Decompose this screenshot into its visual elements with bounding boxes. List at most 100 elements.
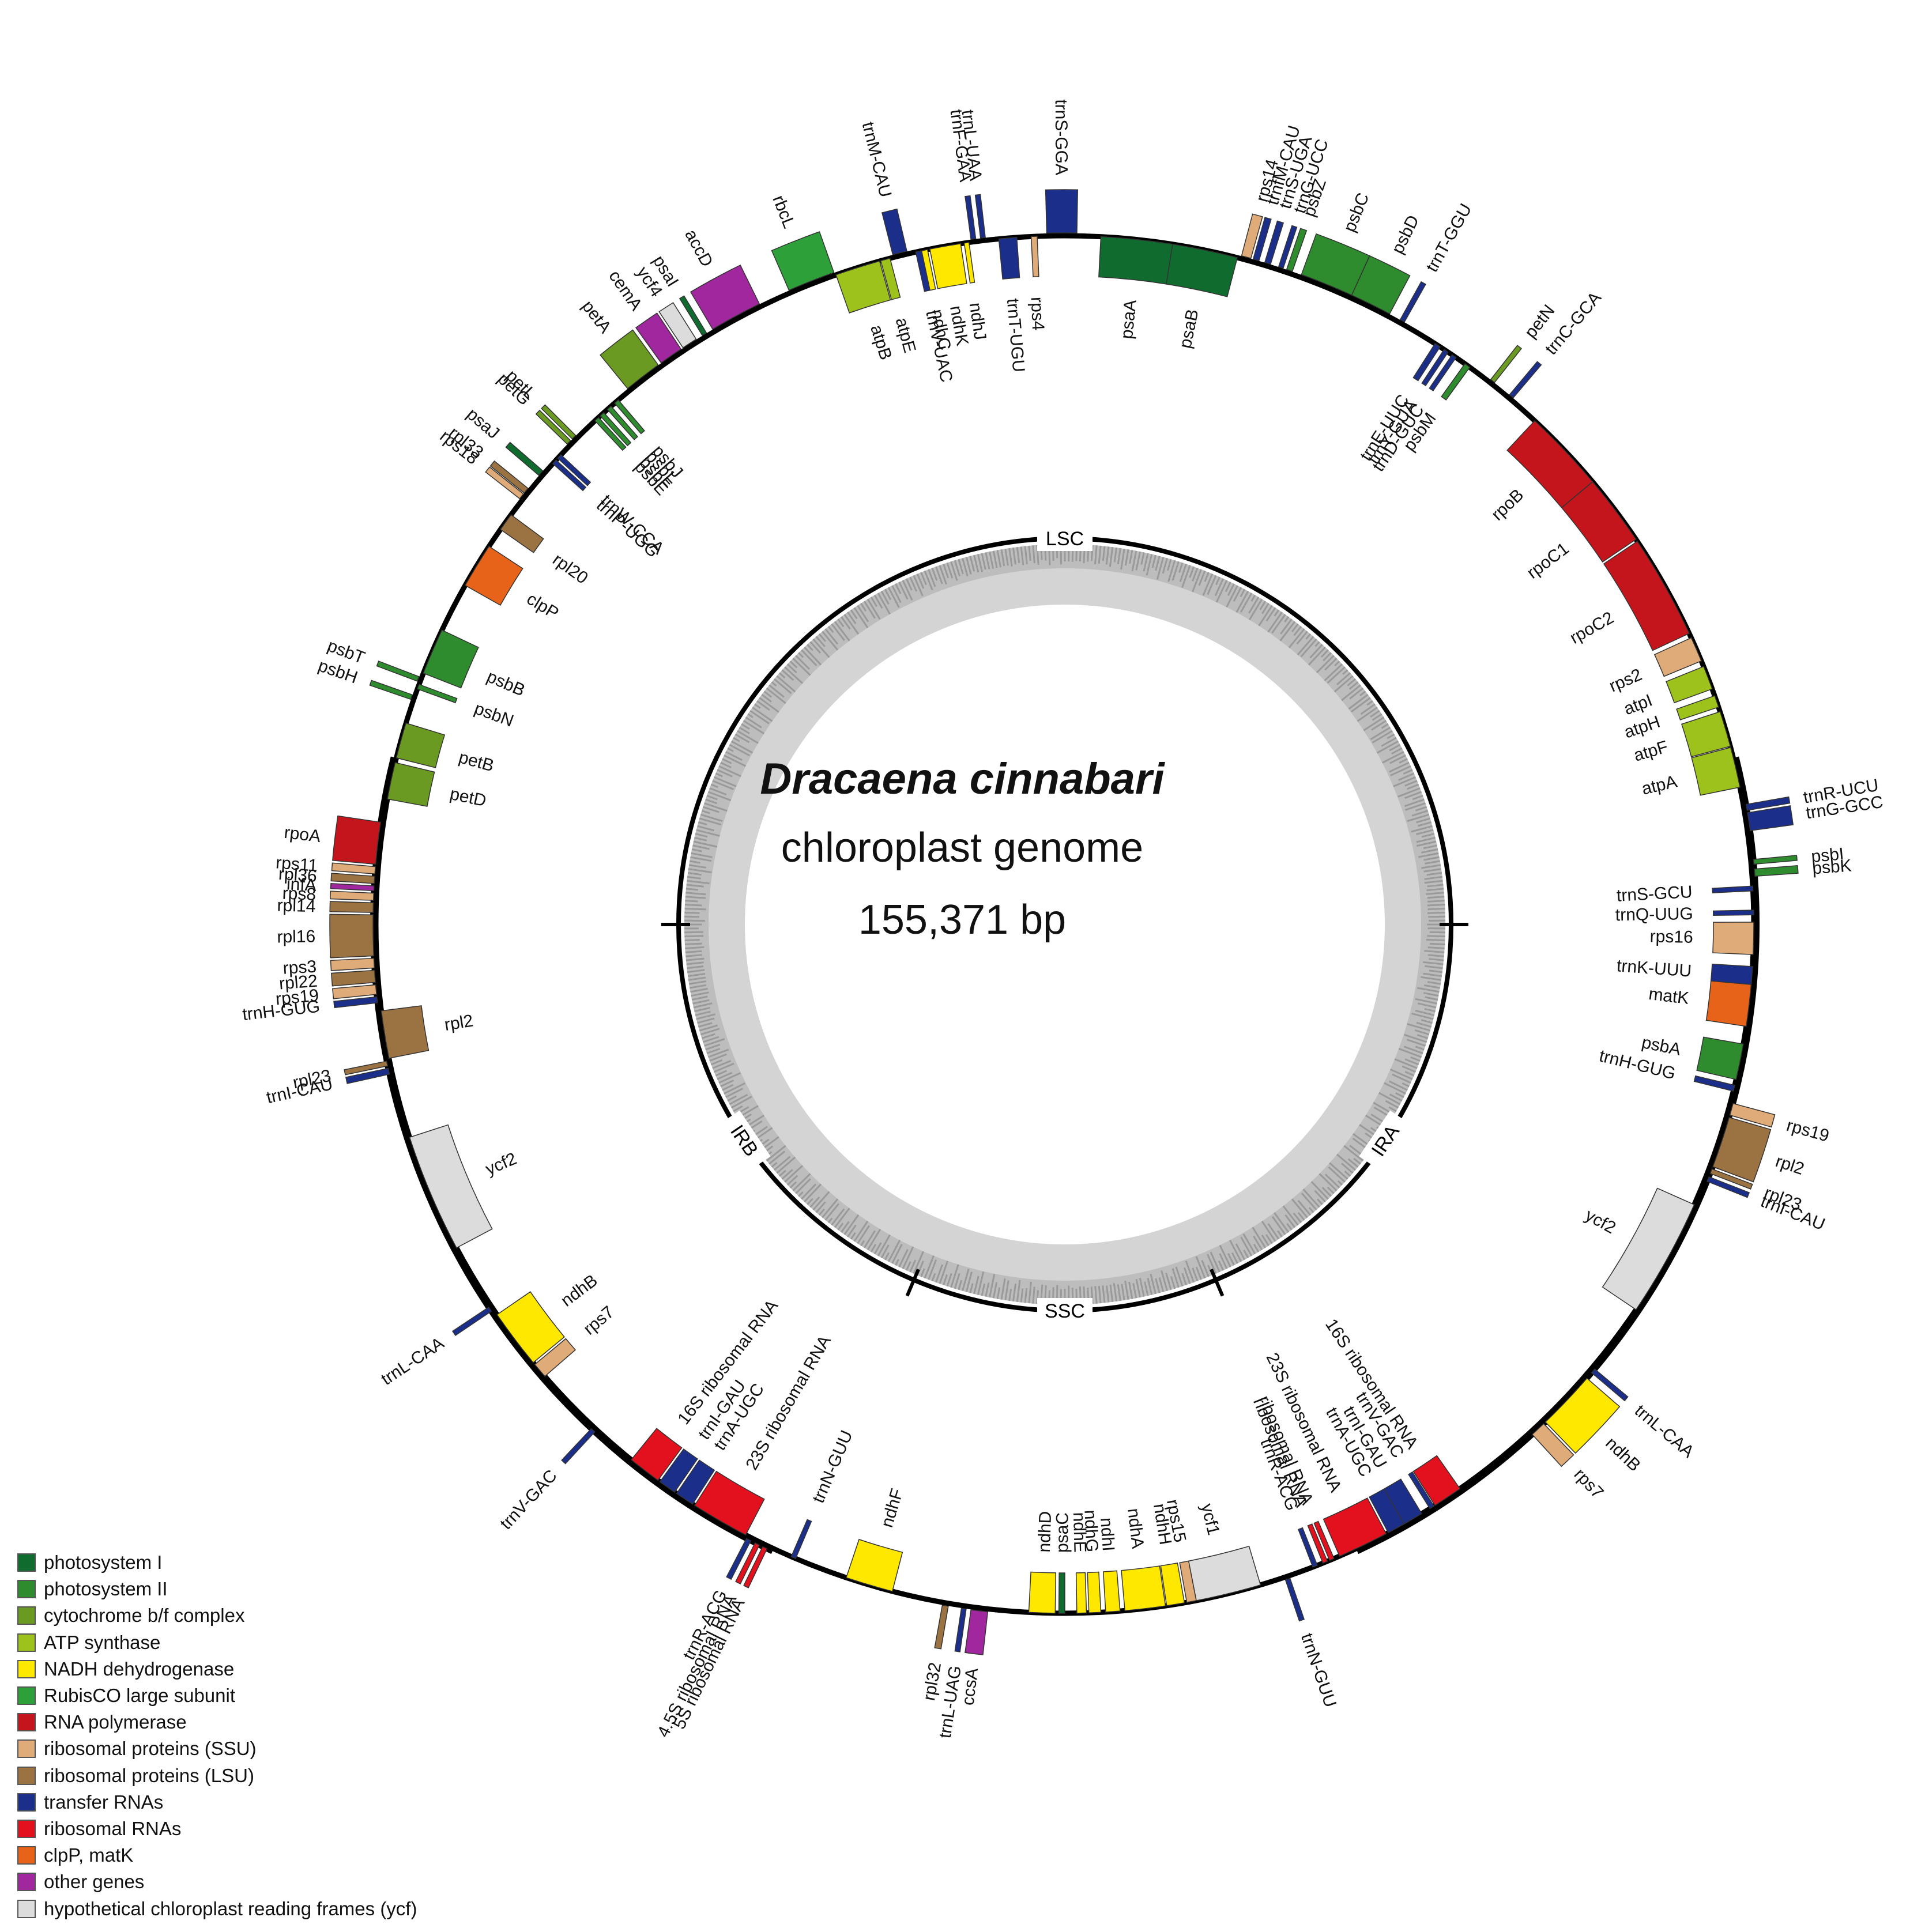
gene-block-trnf-gaa [965,195,977,240]
gene-block-psbi [1753,855,1798,865]
gene-block-psbj [614,399,645,435]
gene-block-trnn-guu [1284,1578,1305,1622]
gene-label: psbK [1811,856,1852,878]
gene-block-ycf2 [1602,1187,1695,1311]
legend-swatch [17,1606,36,1625]
region-label-ssc: SSC [1037,1298,1093,1323]
gene-block-atpb [835,261,891,314]
gene-block-trnn-guu [790,1519,812,1559]
gene-block-clpp [464,545,523,606]
gene-label: trnN-GUU [1297,1631,1340,1710]
legend-item: other genes [17,1869,417,1895]
legend-swatch [17,1713,36,1732]
legend-swatch [17,1659,36,1678]
gene-label: rps19 [275,986,320,1009]
legend-label: ribosomal proteins (LSU) [44,1764,254,1786]
gene-label: rpl22 [278,972,318,994]
species-name: Dracaena cinnabari [760,754,1165,803]
gene-block-trnr-acg [726,1538,752,1580]
legend-label: ribosomal RNAs [44,1817,182,1839]
gene-label: matK [1648,984,1690,1008]
gene-label: rbcL [769,193,798,231]
gene-label: ndhE [1069,1512,1090,1553]
gene-block-ycf4 [658,302,697,349]
gene-block-trne-uuc [1412,343,1441,382]
gene-block-psbd [1351,255,1411,315]
gene-block-rpl20 [500,514,544,553]
gene-label: trnN-GUU [809,1428,857,1506]
gene-block-trnp-ugg [552,459,587,492]
gene-label: rps8 [282,884,317,904]
gene-label: psbD [1388,212,1423,256]
gene-block-psab [1166,243,1238,297]
gene-label: rpoC2 [1567,608,1617,648]
gene-block-trnd-guc [1429,354,1457,392]
legend-swatch [17,1633,36,1652]
gene-block-trnv-gac [1408,1471,1435,1510]
gene-block-rps18 [485,466,524,500]
gene-block-ndhh [1160,1563,1185,1606]
gene-label: psbI [1810,844,1844,866]
gene-block-rpl36 [330,873,375,884]
gene-block-atpa [1691,746,1741,796]
gene-label: ycf1 [1197,1502,1223,1537]
gene-label: ndhB [557,1271,601,1311]
legend-item: cytochrome b/f complex [17,1602,417,1629]
gene-label: trnV-GAC [496,1466,561,1533]
gene-block-trni-cau [345,1067,390,1084]
gene-label: rps7 [580,1303,618,1339]
gene-label: rpl2 [1773,1152,1807,1179]
legend-swatch [17,1846,36,1865]
gene-block-rpl22 [331,969,376,987]
gene-label: rpl14 [277,896,316,916]
gene-label: rps11 [275,853,318,876]
gene-label: ycf2 [483,1149,519,1179]
legend-item: RNA polymerase [17,1709,417,1735]
gene-block-rpl2 [381,1005,430,1059]
gene-block-trnh-gug [333,996,378,1009]
gene-block-trnm-cau [881,208,907,255]
gene-block-trng-ucc [1278,225,1298,269]
gene-label: psaA [1117,299,1140,339]
legend-label: RNA polymerase [44,1711,187,1733]
gene-label: 4.5S ribosomal RNA [654,1591,740,1740]
svg-text:LSC: LSC [1046,528,1084,550]
gene-label: rpoC1 [1524,539,1573,583]
gene-block-psbn [417,684,458,704]
gene-block-ribosomal-rna [1307,1523,1328,1564]
gene-block-matk [1705,980,1752,1027]
gene-block-rps11 [331,862,376,874]
legend-item: hypothetical chloroplast reading frames … [17,1895,417,1922]
gene-label: rps3 [282,957,317,978]
svg-text:SSC: SSC [1045,1300,1085,1322]
genome-subtitle: chloroplast genome [781,825,1144,871]
gene-label: atpF [1632,737,1670,765]
gene-label: infA [286,874,317,895]
gene-block-rpl23 [1709,1168,1753,1190]
gene-block-psbm [1441,363,1471,401]
gene-block-rps2 [1653,637,1702,677]
gene-block-rpl33 [489,460,529,494]
gene-label: trnQ-UUG [1615,904,1694,925]
legend-item: ribosomal proteins (LSU) [17,1763,417,1789]
gene-block-rpl16 [329,914,375,959]
gene-block-psbl [606,405,639,440]
gene-block-trni-cau [1706,1176,1750,1198]
gene-block-petb [395,722,446,768]
gene-label: atpA [1640,772,1679,799]
gene-block-rpl23 [344,1061,389,1076]
legend-item: NADH dehydrogenase [17,1656,417,1682]
gene-block-petd [387,762,435,807]
legend-item: photosystem II [17,1576,417,1602]
gene-block-atpi [1666,666,1713,704]
legend-swatch [17,1819,36,1838]
gene-block-trnt-ugu [998,237,1020,280]
gene-block-psbe [594,417,627,451]
legend-label: ribosomal proteins (SSU) [44,1738,257,1760]
ssc-end-tick [905,1269,920,1297]
gene-label: psaC [1053,1512,1072,1553]
legend-label: other genes [44,1871,145,1893]
gene-block-ndhe [1075,1572,1087,1614]
gene-block-rpoa [332,815,382,865]
